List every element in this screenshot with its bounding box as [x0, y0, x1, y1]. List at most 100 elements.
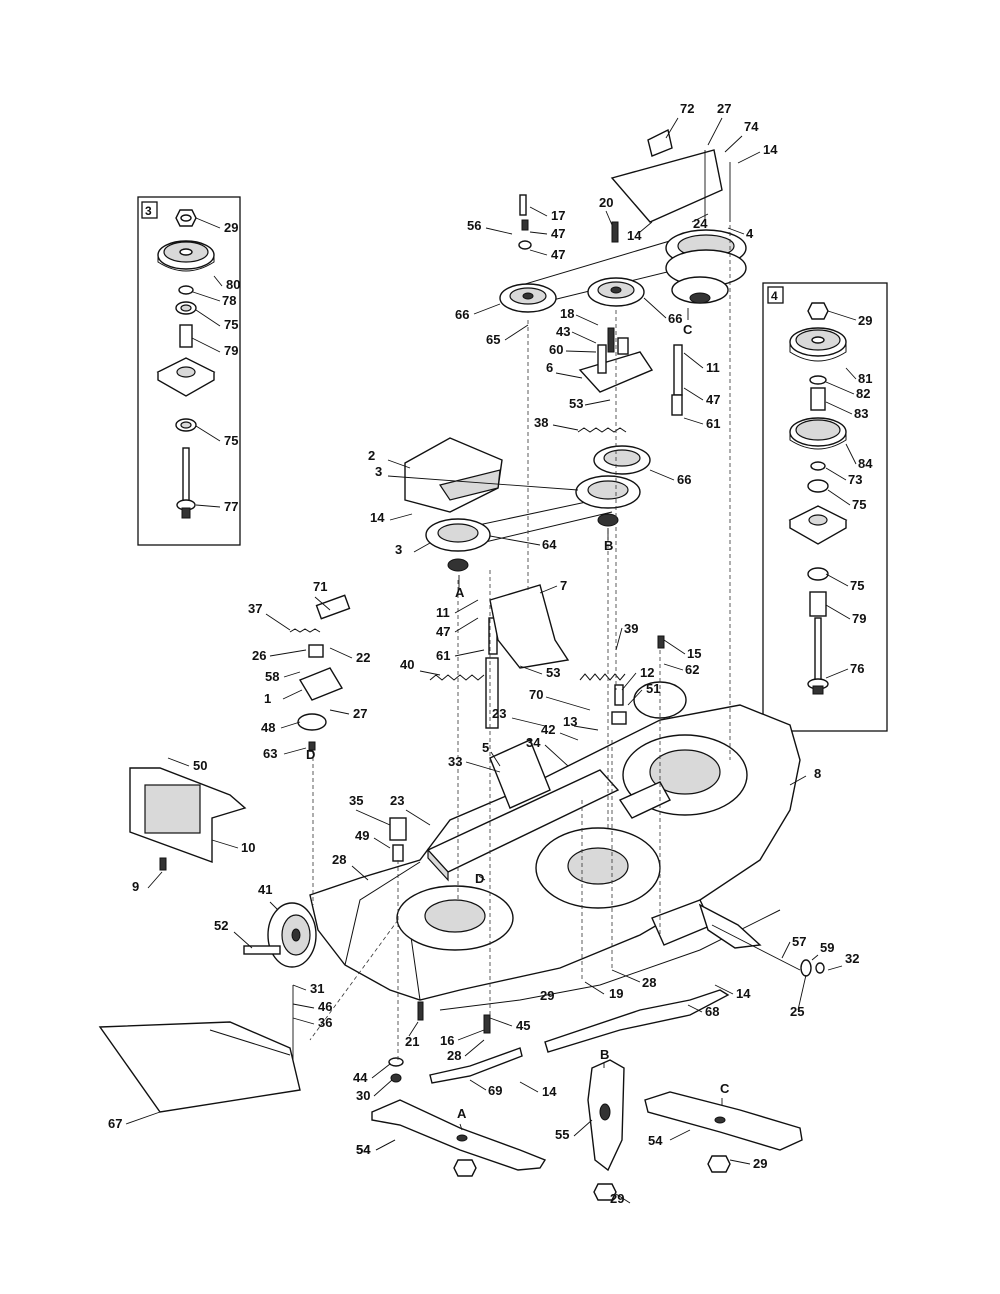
callout-number: A	[455, 585, 465, 600]
callout-leader	[529, 206, 548, 217]
callout-leader	[827, 489, 851, 506]
callout-number: 80	[226, 277, 240, 292]
callout-90: 59	[811, 940, 834, 961]
callout-number: 41	[258, 882, 272, 897]
callout-number: 79	[852, 611, 866, 626]
callout-number: 48	[261, 720, 275, 735]
callout-leader	[529, 231, 548, 235]
callout-62: 53	[519, 665, 560, 680]
callout-92: 28	[611, 969, 656, 990]
callout-number: C	[683, 322, 693, 337]
callout-27: 79	[191, 337, 238, 358]
callout-leader	[283, 747, 307, 755]
callout-number: B	[600, 1047, 609, 1062]
callout-2: 74	[724, 119, 759, 153]
callout-leader	[329, 709, 350, 715]
callout-leader	[584, 981, 605, 995]
alignment-lines	[309, 225, 731, 1060]
callout-leader	[269, 649, 307, 657]
callout-number: 47	[551, 226, 565, 241]
callout-95: 19	[584, 981, 623, 1001]
pulleys-and-belts	[425, 229, 747, 572]
callout-leader	[389, 513, 413, 521]
callout-number: 61	[706, 416, 720, 431]
callout-leader	[351, 865, 369, 881]
callout-number: 26	[252, 648, 266, 663]
callout-26: 82	[825, 381, 870, 401]
callout-leader	[665, 117, 679, 139]
callout-91: 32	[827, 951, 859, 971]
callout-number: 76	[850, 661, 864, 676]
callout-0: 72	[665, 101, 694, 139]
callout-number: 20	[599, 195, 613, 210]
callout-number: 27	[353, 706, 367, 721]
callout-29: 47	[683, 387, 720, 407]
callout-leader	[213, 275, 223, 287]
callout-leader	[233, 931, 253, 949]
callout-number: 14	[736, 986, 751, 1001]
callout-97: 46	[292, 999, 332, 1014]
callout-50: 37	[248, 601, 291, 631]
callout-number: 65	[486, 332, 500, 347]
callout-99: 68	[687, 1004, 719, 1019]
callout-number: 69	[488, 1083, 502, 1098]
callout-leader	[373, 1079, 393, 1097]
callout-45: 3	[395, 542, 431, 557]
callout-38: 73	[825, 467, 862, 487]
callout-number: 38	[534, 415, 548, 430]
callout-leader	[265, 613, 291, 631]
callout-number: 39	[624, 621, 638, 636]
callout-leader	[489, 1017, 513, 1027]
callout-number: 14	[763, 142, 778, 157]
callout-number: 43	[556, 324, 570, 339]
callout-9: 56	[467, 218, 513, 235]
deck-bracket	[489, 584, 570, 669]
callout-leader	[454, 649, 485, 657]
callout-number: 75	[224, 433, 238, 448]
callout-number: 28	[332, 852, 346, 867]
callout-69: 48	[261, 720, 301, 735]
callout-79: 8	[789, 766, 821, 786]
inset-label-4: 4	[771, 289, 778, 303]
callout-51: 11	[436, 599, 479, 620]
callout-number: 72	[680, 101, 694, 116]
callout-number: 1	[264, 691, 271, 706]
callout-63: 12	[621, 665, 654, 691]
callout-8: 14	[627, 221, 653, 243]
callout-leader	[469, 1079, 487, 1091]
callout-number: 10	[241, 840, 255, 855]
callout-110: 67	[108, 1111, 161, 1131]
callout-number: 35	[349, 793, 363, 808]
callout-109: C	[720, 1081, 730, 1105]
callout-number: 14	[542, 1084, 557, 1099]
idler-arms-springs	[289, 194, 683, 729]
callout-leader	[683, 352, 704, 369]
callout-leader	[457, 1029, 485, 1041]
callout-number: 84	[858, 456, 873, 471]
callout-49: 71	[313, 579, 331, 611]
callout-leader	[292, 984, 307, 991]
callout-number: 16	[440, 1033, 454, 1048]
belt-shield-2	[439, 469, 501, 501]
callout-number: 21	[405, 1034, 419, 1049]
callout-leader	[195, 309, 221, 327]
callout-number: 23	[390, 793, 404, 808]
callout-leader	[355, 809, 391, 826]
callout-116: 29	[540, 988, 554, 1003]
callout-67: 70	[529, 687, 591, 711]
callout-17: 80	[213, 275, 240, 292]
callout-number: 13	[563, 714, 577, 729]
callout-64: 76	[825, 661, 864, 679]
callout-98: 36	[292, 1015, 332, 1030]
callout-number: 75	[224, 317, 238, 332]
callout-number: 18	[560, 306, 574, 321]
callout-leader	[125, 1111, 161, 1125]
callout-leader	[825, 381, 855, 395]
callout-42: 14	[370, 510, 413, 525]
discharge-deflector	[98, 985, 301, 1113]
callout-leader	[490, 751, 501, 767]
callout-leader	[687, 1004, 703, 1013]
callout-number: 78	[222, 293, 236, 308]
